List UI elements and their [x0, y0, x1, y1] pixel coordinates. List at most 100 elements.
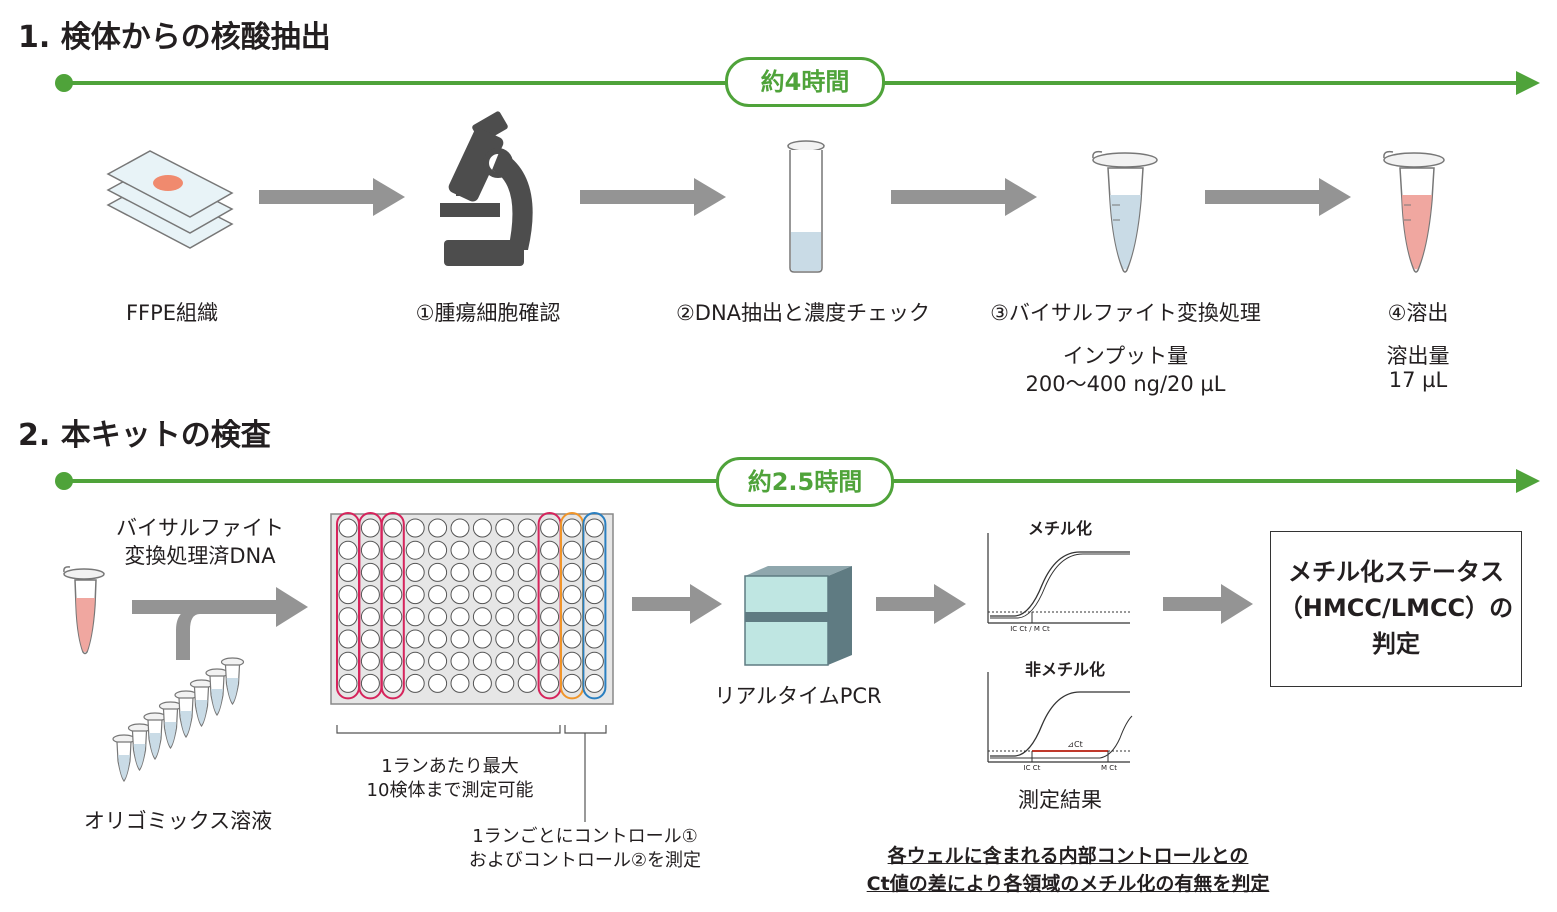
plate-well	[562, 518, 582, 538]
plate-well	[383, 673, 403, 693]
step-bisulfite-label: ③バイサルファイト変換処理	[990, 301, 1261, 325]
strip-tube	[127, 723, 152, 772]
strip-tube	[220, 657, 245, 706]
plate-well	[517, 540, 537, 560]
section-1-title: 1. 検体からの核酸抽出	[18, 20, 331, 55]
plate-well	[338, 518, 358, 538]
plate-well	[495, 607, 515, 627]
plate-well	[338, 540, 358, 560]
plate-well	[405, 651, 425, 671]
bisulfite-dna-tube-icon	[63, 566, 105, 655]
plate-well	[584, 607, 604, 627]
test-tube-icon	[787, 140, 825, 273]
step-elution-label: ④溶出	[1387, 301, 1449, 325]
plate-well	[495, 673, 515, 693]
plate-well	[383, 607, 403, 627]
plate-well	[562, 629, 582, 649]
plate-well	[428, 607, 448, 627]
arrow-s1-1	[259, 178, 405, 216]
arrow-s1-4	[1205, 178, 1351, 216]
plate-well	[360, 629, 380, 649]
plate-well	[428, 540, 448, 560]
plate-well	[360, 585, 380, 605]
plate-well	[472, 585, 492, 605]
step-ffpe-label: FFPE組織	[125, 301, 219, 325]
arrow-s1-2	[580, 178, 726, 216]
plate-column-highlight	[582, 512, 607, 700]
plate-well	[338, 629, 358, 649]
plate-well	[472, 629, 492, 649]
plate-well	[562, 607, 582, 627]
plate-well	[517, 607, 537, 627]
plate-well	[428, 562, 448, 582]
strip-tube	[158, 701, 183, 750]
unmethylated-m-ct-label: M Ct	[1101, 764, 1117, 772]
arrow-to-graphs	[876, 584, 966, 624]
plate-well	[338, 607, 358, 627]
plate-well	[405, 562, 425, 582]
strip-tube	[112, 734, 136, 783]
plate-column-highlight	[380, 512, 405, 700]
step-elution-volume-value: 17 µL	[1388, 368, 1448, 392]
plate-well	[517, 651, 537, 671]
strip-tube	[189, 679, 214, 728]
strip-tube	[205, 668, 229, 717]
plate-well	[495, 518, 515, 538]
plate-well	[383, 651, 403, 671]
plate-well	[428, 518, 448, 538]
unmethylated-graph-title: 非メチル化	[1024, 660, 1105, 679]
arrow-to-result	[1163, 584, 1253, 624]
pcr-machine-icon	[744, 566, 852, 666]
section-2-title: 2. 本キットの検査	[18, 418, 271, 453]
measurement-result-label: 測定結果	[1018, 788, 1102, 812]
plate-well	[428, 673, 448, 693]
plate-well	[517, 562, 537, 582]
plate-well	[405, 607, 425, 627]
plate-well	[472, 651, 492, 671]
microtube-pink-icon	[1383, 150, 1445, 273]
plate-well	[540, 629, 560, 649]
plate-well	[338, 562, 358, 582]
plate-well	[584, 562, 604, 582]
plate-well	[450, 629, 470, 649]
plate-well	[360, 651, 380, 671]
result-line-2: （HMCC/LMCC）の	[1278, 594, 1514, 622]
plate-well	[495, 585, 515, 605]
plate-well	[562, 673, 582, 693]
result-line-3: 判定	[1372, 630, 1420, 658]
plate-well	[540, 518, 560, 538]
duration-1-pill: 約4時間	[725, 57, 885, 107]
oligo-strip-tubes-icon	[112, 657, 245, 783]
oligo-mix-label: オリゴミックス溶液	[83, 809, 273, 833]
plate-well	[405, 629, 425, 649]
plate-well	[383, 540, 403, 560]
plate-well	[360, 540, 380, 560]
plate-well	[517, 629, 537, 649]
plate-well	[428, 585, 448, 605]
plate-well	[383, 629, 403, 649]
plate-well	[405, 673, 425, 693]
plate-well	[405, 585, 425, 605]
plate-controls-note-line1: 1ランごとにコントロール①	[472, 826, 698, 847]
step-tumor-check-label: ①腫瘍細胞確認	[415, 301, 561, 325]
methylation-status-box: メチル化ステータス （HMCC/LMCC）の 判定	[1270, 531, 1522, 687]
plate-well	[405, 518, 425, 538]
plate-well	[472, 607, 492, 627]
plate-well	[472, 540, 492, 560]
plate-well	[450, 673, 470, 693]
plate-well	[495, 562, 515, 582]
plate-well	[495, 629, 515, 649]
plate-controls-note-line2: およびコントロール②を測定	[468, 850, 702, 871]
strip-tube	[174, 690, 198, 739]
plate-well	[428, 629, 448, 649]
plate-well	[383, 562, 403, 582]
methylated-graph-axis-label: IC Ct / M Ct	[1010, 625, 1050, 633]
plate-well	[540, 673, 560, 693]
step-dna-extract-label: ②DNA抽出と濃度チェック	[675, 301, 931, 325]
plate-well	[338, 673, 358, 693]
strip-tube	[143, 712, 167, 761]
arrow-to-pcr	[632, 584, 722, 624]
step-bisulfite-input-title: インプット量	[1062, 344, 1189, 368]
plate-well	[472, 518, 492, 538]
